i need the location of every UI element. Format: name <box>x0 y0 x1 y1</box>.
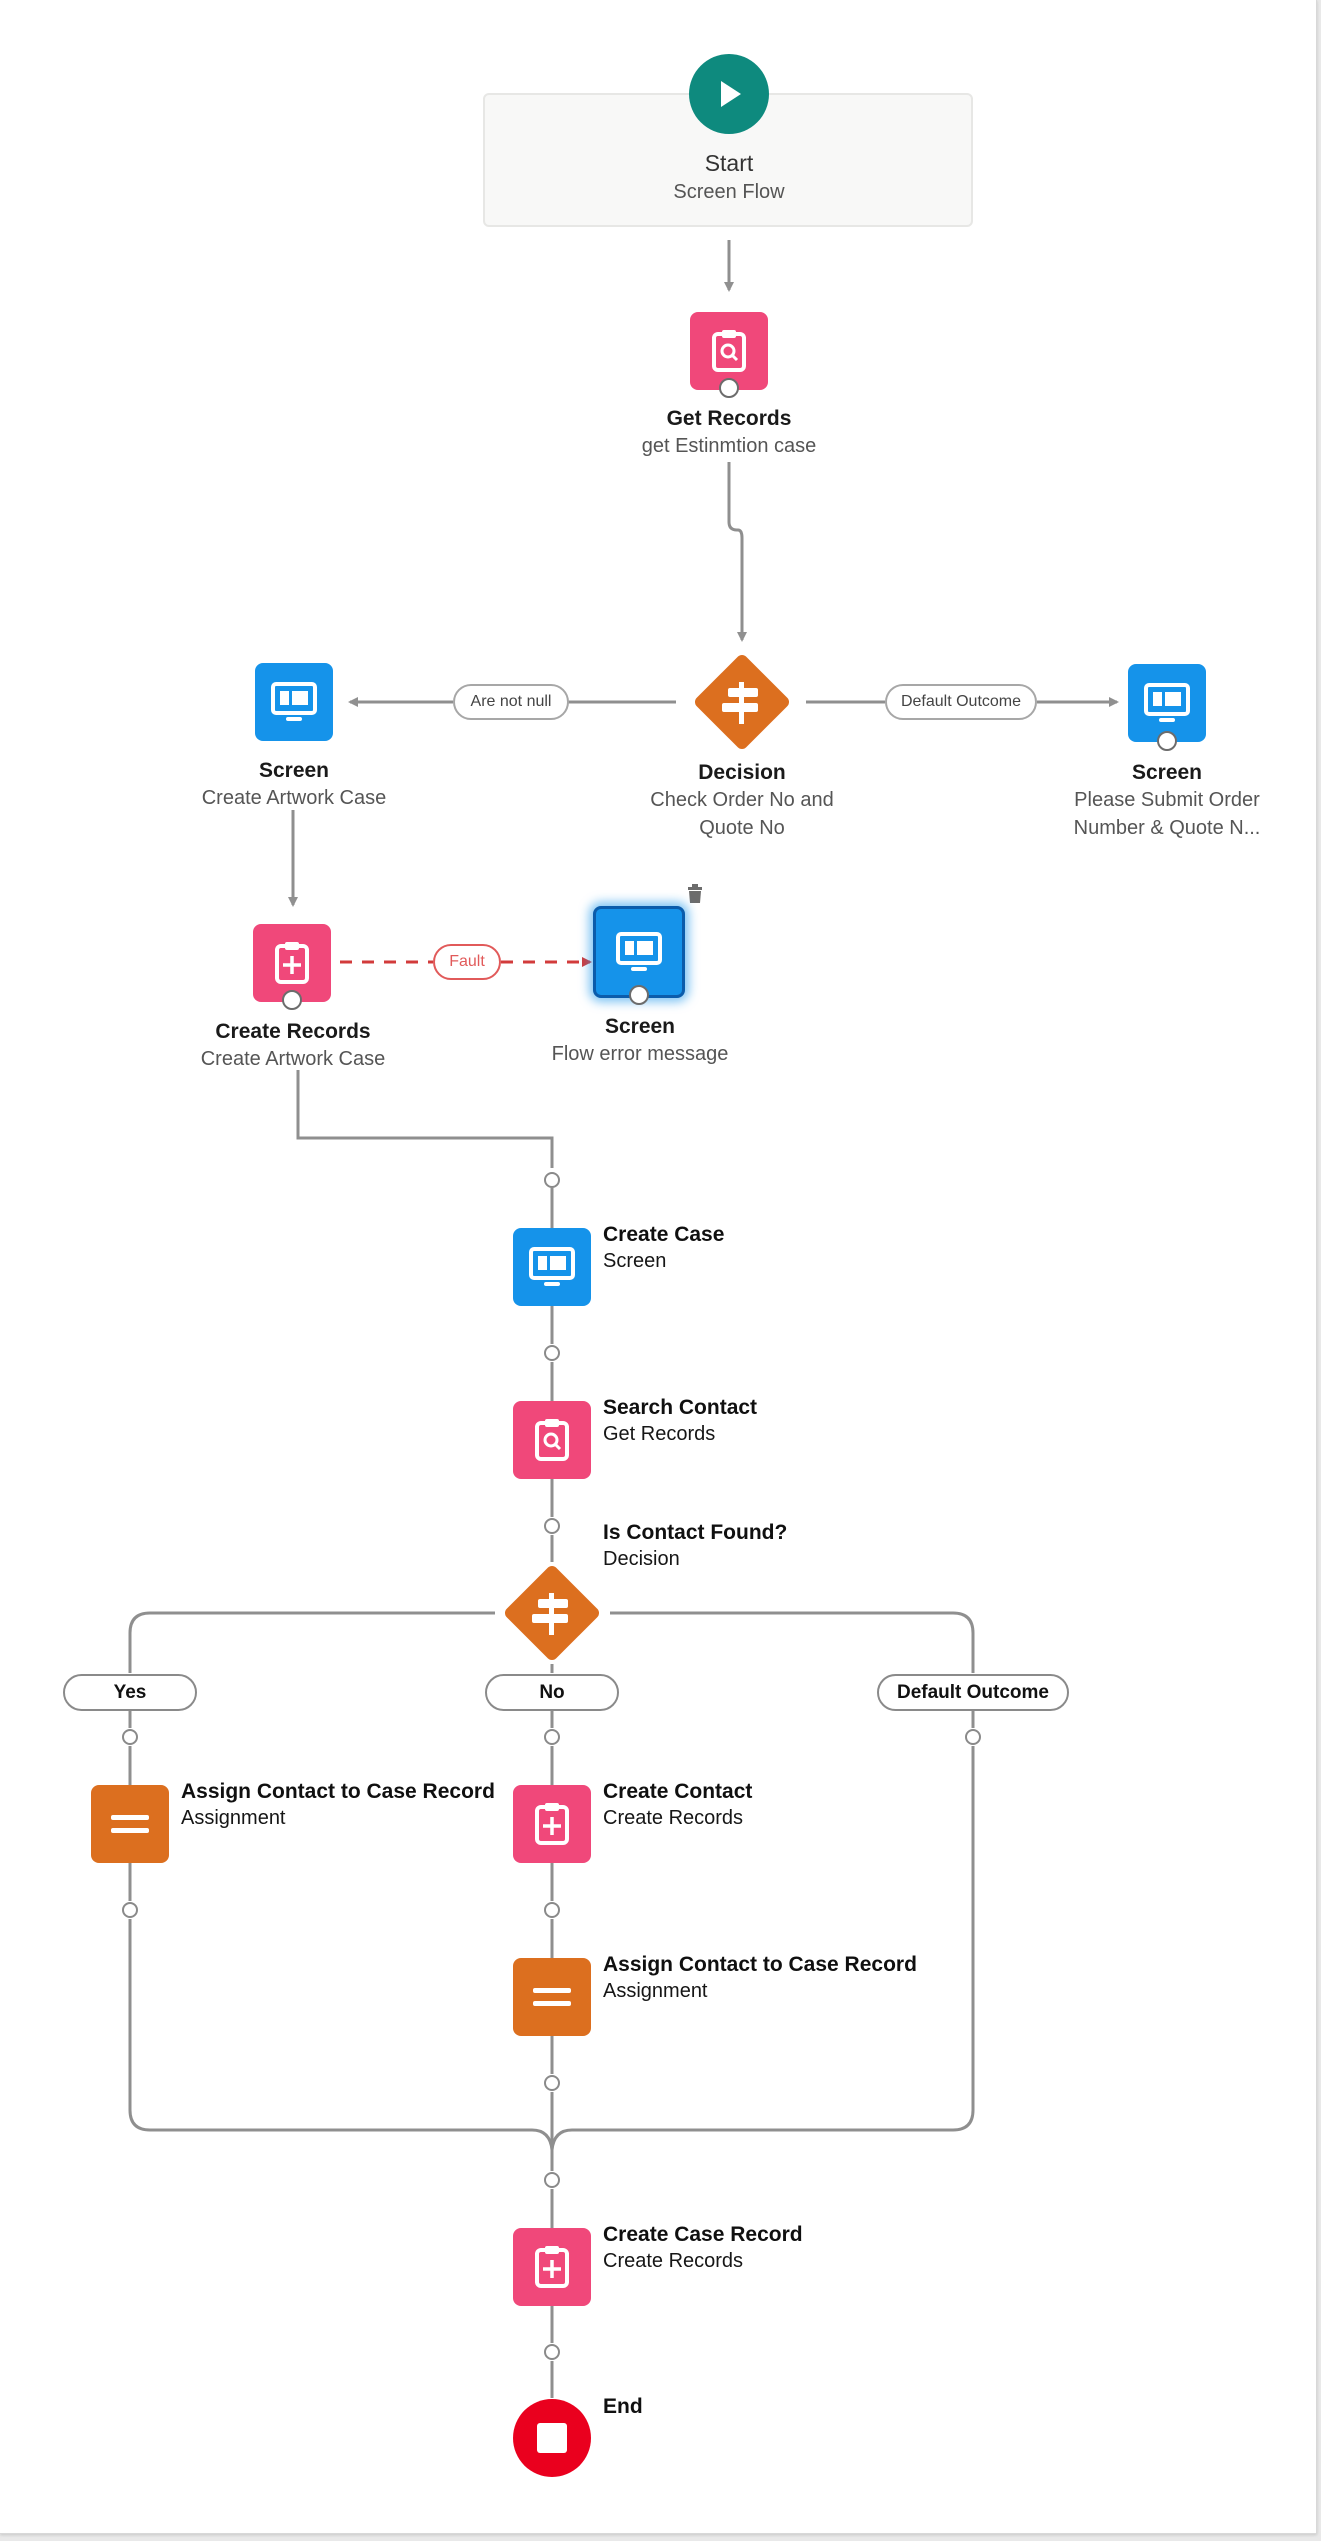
search-contact-title: Search Contact <box>603 1396 758 1419</box>
create-records-top-connector[interactable] <box>282 990 302 1010</box>
decision-subtitle-2: Quote No <box>699 817 785 839</box>
is-contact-found-node[interactable] <box>494 1555 610 1671</box>
connector-circle[interactable] <box>544 1345 560 1361</box>
stop-icon <box>537 2423 567 2453</box>
connector-circle[interactable] <box>544 1902 560 1918</box>
branch-no-label[interactable]: No <box>485 1674 619 1711</box>
signpost-icon <box>504 1565 600 1661</box>
create-records-top-title: Create Records <box>215 1020 371 1043</box>
is-contact-found-title: Is Contact Found? <box>603 1521 788 1544</box>
connector-circle[interactable] <box>544 1729 560 1745</box>
connector-circle[interactable] <box>122 1902 138 1918</box>
are-not-null-label[interactable]: Are not null <box>453 684 569 720</box>
screen-icon <box>616 932 662 971</box>
create-records-top-subtitle: Create Artwork Case <box>200 1048 386 1070</box>
connector-circle[interactable] <box>122 1729 138 1745</box>
create-case-title: Create Case <box>603 1223 725 1246</box>
assignment-icon <box>533 1988 571 2006</box>
create-record-icon <box>275 942 309 984</box>
branch-default-label[interactable]: Default Outcome <box>877 1674 1069 1711</box>
create-contact-subtitle: Create Records <box>603 1807 744 1829</box>
screen-right-node[interactable] <box>1128 664 1206 742</box>
screen-icon <box>271 682 317 721</box>
screen-error-connector[interactable] <box>629 985 649 1005</box>
assign-mid-node[interactable] <box>513 1958 591 2036</box>
get-records-node[interactable] <box>690 312 768 390</box>
screen-left-title: Screen <box>258 759 330 782</box>
decision-subtitle-1: Check Order No and <box>650 789 834 811</box>
end-node[interactable] <box>513 2399 591 2477</box>
create-case-subtitle: Screen <box>603 1250 667 1272</box>
create-case-record-subtitle: Create Records <box>603 2250 744 2272</box>
get-records-title: Get Records <box>666 407 792 430</box>
fault-label[interactable]: Fault <box>433 944 501 980</box>
signpost-icon <box>694 654 790 750</box>
end-title: End <box>603 2395 643 2418</box>
play-icon <box>721 81 741 107</box>
screen-right-connector[interactable] <box>1157 731 1177 751</box>
connector-circle[interactable] <box>544 2172 560 2188</box>
create-record-icon <box>535 1803 569 1845</box>
branch-yes-label[interactable]: Yes <box>63 1674 197 1711</box>
create-case-node[interactable] <box>513 1228 591 1306</box>
assign-left-node[interactable] <box>91 1785 169 1863</box>
connector-circle[interactable] <box>544 1518 560 1534</box>
get-records-subtitle: get Estinmtion case <box>641 435 817 457</box>
screen-right-subtitle-1: Please Submit Order <box>1074 789 1260 811</box>
decision-title: Decision <box>698 761 786 784</box>
screen-right-subtitle-2: Number & Quote N... <box>1073 817 1261 839</box>
create-case-record-title: Create Case Record <box>603 2223 803 2246</box>
get-records-connector[interactable] <box>719 378 739 398</box>
start-subtitle: Screen Flow <box>673 181 785 203</box>
connector-circle[interactable] <box>965 1729 981 1745</box>
is-contact-found-subtitle: Decision <box>603 1548 680 1570</box>
screen-error-title: Screen <box>604 1015 676 1038</box>
screen-error-subtitle: Flow error message <box>551 1043 729 1065</box>
start-title: Start <box>704 150 754 176</box>
connector-circle[interactable] <box>544 2075 560 2091</box>
create-contact-node[interactable] <box>513 1785 591 1863</box>
create-case-record-node[interactable] <box>513 2228 591 2306</box>
screen-left-node[interactable] <box>255 663 333 741</box>
screen-left-subtitle: Create Artwork Case <box>201 787 387 809</box>
start-icon[interactable] <box>689 54 769 134</box>
connector-circle[interactable] <box>544 2344 560 2360</box>
default-outcome-label-top[interactable]: Default Outcome <box>885 684 1037 720</box>
assignment-icon <box>111 1815 149 1833</box>
assign-mid-title: Assign Contact to Case Record <box>603 1953 917 1976</box>
create-record-icon <box>535 2246 569 2288</box>
search-contact-node[interactable] <box>513 1401 591 1479</box>
connector-circle[interactable] <box>544 1172 560 1188</box>
search-record-icon <box>535 1419 569 1461</box>
assign-mid-subtitle: Assignment <box>603 1980 708 2002</box>
trash-icon[interactable] <box>686 884 704 904</box>
search-contact-subtitle: Get Records <box>603 1423 716 1445</box>
screen-right-title: Screen <box>1131 761 1203 784</box>
create-records-top-node[interactable] <box>253 924 331 1002</box>
screen-icon <box>1144 683 1190 722</box>
assign-left-title: Assign Contact to Case Record <box>181 1780 495 1803</box>
decision-node[interactable] <box>684 644 800 760</box>
screen-icon <box>529 1247 575 1286</box>
create-contact-title: Create Contact <box>603 1780 753 1803</box>
assign-left-subtitle: Assignment <box>181 1807 286 1829</box>
search-record-icon <box>712 330 746 372</box>
